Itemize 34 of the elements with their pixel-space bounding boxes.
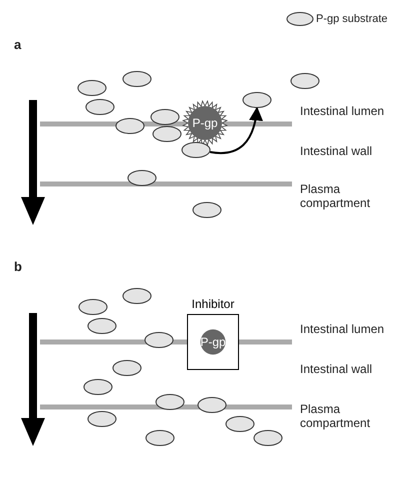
- substrate-ellipse: [77, 80, 107, 96]
- substrate-ellipse: [290, 73, 320, 89]
- region-label: Plasma compartment: [300, 402, 372, 430]
- substrate-ellipse: [242, 92, 272, 108]
- substrate-ellipse: [144, 332, 174, 348]
- substrate-ellipse: [122, 71, 152, 87]
- region-label: Intestinal lumen: [300, 104, 386, 118]
- panel-letter: b: [14, 260, 22, 274]
- region-label: Intestinal lumen: [300, 322, 386, 336]
- region-label: Intestinal wall: [300, 362, 374, 376]
- substrate-ellipse: [197, 397, 227, 413]
- substrate-ellipse: [225, 416, 255, 432]
- substrate-ellipse: [150, 109, 180, 125]
- inhibitor-label: Inhibitor: [190, 296, 236, 312]
- region-label: Intestinal wall: [300, 144, 374, 158]
- substrate-ellipse: [192, 202, 222, 218]
- region-label: Plasma compartment: [300, 182, 372, 210]
- legend-label: P-gp substrate: [316, 12, 388, 26]
- substrate-ellipse: [115, 118, 145, 134]
- substrate-ellipse: [112, 360, 142, 376]
- substrate-ellipse: [145, 430, 175, 446]
- substrate-ellipse: [85, 99, 115, 115]
- panel-letter: a: [14, 38, 22, 52]
- substrate-ellipse: [155, 394, 185, 410]
- substrate-ellipse: [87, 411, 117, 427]
- curved-arrow: [210, 106, 263, 154]
- substrate-ellipse: [181, 142, 211, 158]
- substrate-ellipse: [83, 379, 113, 395]
- substrate-ellipse: [87, 318, 117, 334]
- substrate-ellipse: [78, 299, 108, 315]
- substrate-ellipse: [127, 170, 157, 186]
- substrate-ellipse: [253, 430, 283, 446]
- substrate-ellipse: [152, 126, 182, 142]
- substrate-ellipse: [122, 288, 152, 304]
